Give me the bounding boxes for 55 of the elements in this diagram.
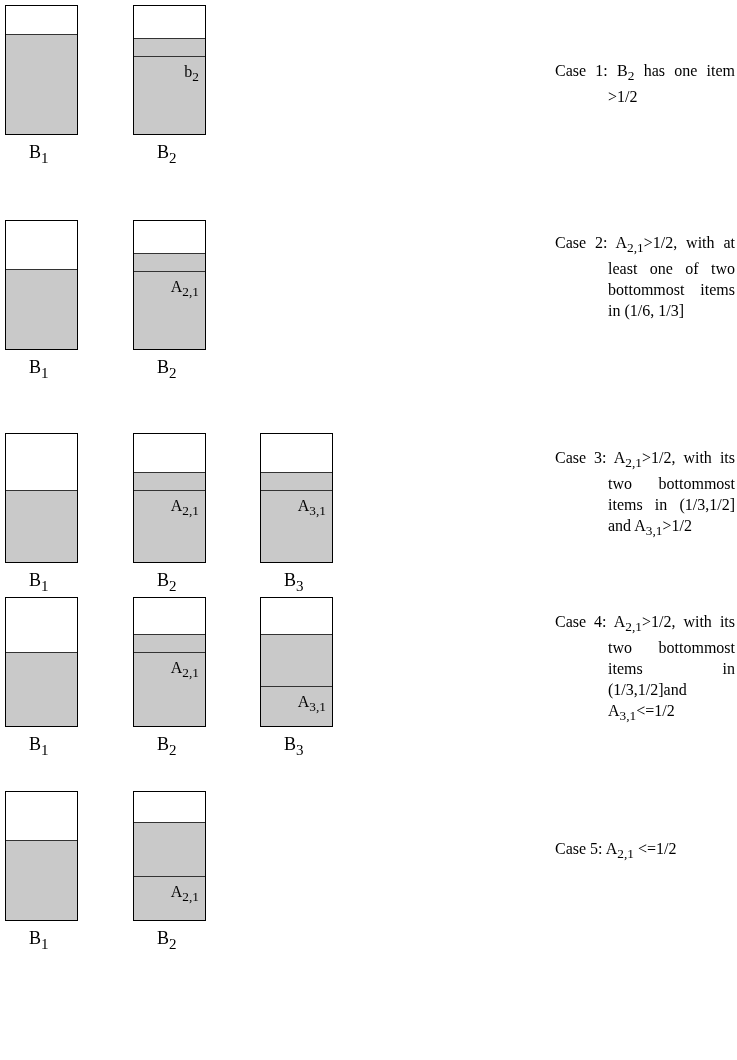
item-block (6, 490, 77, 562)
item-label: A$_{2,1}$ (170, 497, 199, 520)
bin-label: B$_{1}$ (29, 928, 49, 953)
bin-label: B$_{2}$ (157, 928, 177, 953)
bin-box (133, 5, 206, 135)
item-block (6, 840, 77, 920)
bin-box (5, 597, 78, 727)
item-block (134, 490, 205, 562)
item-block (134, 56, 205, 134)
bin-label: B$_{2}$ (157, 734, 177, 759)
case-description: Case 2: A$_{2,1}$>1/2, with at least one of two bottommost items in (1/6, 1/3] (555, 233, 735, 322)
bin-label: B$_{2}$ (157, 570, 177, 595)
bin-label: B$_{2}$ (157, 357, 177, 382)
item-block (134, 38, 205, 56)
bin-box (133, 220, 206, 350)
item-block (134, 253, 205, 271)
item-block (134, 876, 205, 920)
bin-box (260, 433, 333, 563)
item-block (261, 490, 332, 562)
item-block (261, 472, 332, 490)
bin-label: B$_{1}$ (29, 357, 49, 382)
item-label: A$_{2,1}$ (170, 278, 199, 301)
item-label: b$_{2}$ (184, 63, 199, 86)
item-label: A$_{3,1}$ (297, 497, 326, 520)
item-block (134, 472, 205, 490)
bin-label: B$_{3}$ (284, 570, 304, 595)
item-block (6, 652, 77, 726)
bin-label: B$_{1}$ (29, 570, 49, 595)
bin-box (133, 433, 206, 563)
bin-box (5, 220, 78, 350)
case-description: Case 5: A$_{2,1}$ <=1/2 (555, 839, 678, 864)
bin-box (5, 791, 78, 921)
bin-box (133, 791, 206, 921)
item-block (134, 634, 205, 652)
item-label: A$_{2,1}$ (170, 883, 199, 906)
bin-label: B$_{3}$ (284, 734, 304, 759)
bin-box (260, 597, 333, 727)
case-description: Case 3: A$_{2,1}$>1/2, with its two bottommost items in (1/3,1/2] and A$_{3,1}$>1/2 (555, 448, 735, 541)
bin-box (133, 597, 206, 727)
bin-label: B$_{2}$ (157, 142, 177, 167)
bin-label: B$_{1}$ (29, 734, 49, 759)
case-description: Case 4: A$_{2,1}$>1/2, with its two bottommost items in (1/3,1/2]and A$_{3,1}$<=1/2 (555, 612, 735, 726)
item-block (134, 652, 205, 726)
item-block (6, 34, 77, 134)
item-block (134, 822, 205, 876)
case-description: Case 1: B$_{2}$ has one item >1/2 (555, 61, 735, 108)
item-block (6, 269, 77, 349)
bin-label: B$_{1}$ (29, 142, 49, 167)
item-label: A$_{2,1}$ (170, 659, 199, 682)
item-block (261, 686, 332, 726)
bin-box (5, 433, 78, 563)
item-block (261, 634, 332, 686)
item-block (134, 271, 205, 349)
bin-box (5, 5, 78, 135)
item-label: A$_{3,1}$ (297, 693, 326, 716)
